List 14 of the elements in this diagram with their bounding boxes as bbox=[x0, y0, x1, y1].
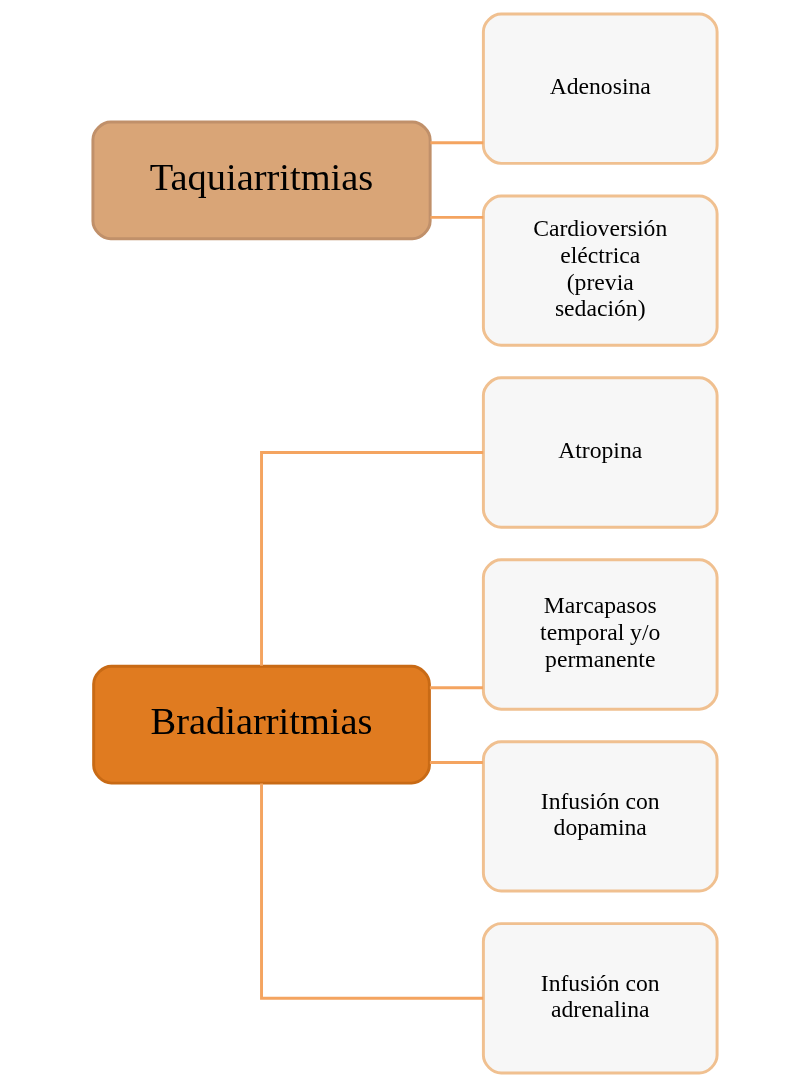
node-box: Marcapasos temporal y/o permanente bbox=[481, 558, 719, 711]
connector bbox=[429, 760, 483, 764]
connector bbox=[429, 686, 483, 690]
connector bbox=[260, 783, 484, 1000]
connector bbox=[260, 451, 484, 666]
node-box: Infusión con dopamina bbox=[481, 740, 719, 893]
node-box: Bradiarritmias bbox=[92, 664, 431, 785]
node-box: Infusión con adrenalina bbox=[481, 922, 719, 1075]
node-box: Taquiarritmias bbox=[91, 120, 432, 241]
connector bbox=[430, 141, 484, 145]
node-box: Cardioversión eléctrica (previa sedación) bbox=[481, 194, 719, 347]
node-box: Adenosina bbox=[481, 12, 719, 165]
node-box: Atropina bbox=[481, 376, 719, 529]
connector bbox=[430, 215, 484, 219]
